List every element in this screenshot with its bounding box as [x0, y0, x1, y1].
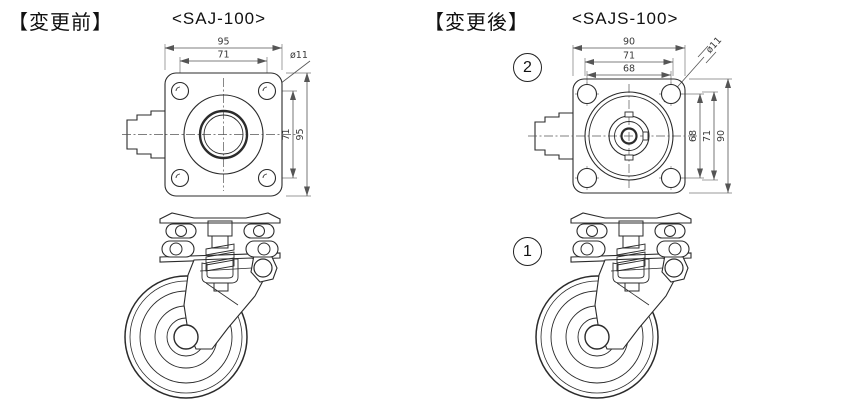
after-title: 【変更後】: [424, 12, 529, 34]
dim-before-height-outer: 95: [295, 128, 306, 140]
dim-after-width-inner: 68: [623, 64, 635, 75]
after-plate-view: 90 71 68 68 71 90 ø11: [528, 35, 732, 194]
before-plate-view: 95 71 71 95 ø11: [122, 37, 311, 197]
before-bolt-holes: [170, 81, 277, 188]
before-caster-side-view: [124, 212, 281, 399]
before-title: 【変更前】: [8, 12, 113, 34]
after-caster-side-view: [535, 212, 692, 399]
dim-before-width-inner: 71: [217, 50, 229, 61]
dim-after-width-outer: 90: [623, 37, 635, 48]
change-marker-2: 2: [513, 53, 542, 82]
dim-after-hole-dia: ø11: [704, 35, 724, 56]
dim-after-height-outer: 90: [716, 130, 727, 142]
dim-after-width-mid: 71: [623, 51, 635, 62]
after-model-label: <SAJS-100>: [572, 9, 679, 28]
dim-before-hole-dia: ø11: [290, 50, 308, 61]
before-model-label: <SAJ-100>: [172, 9, 267, 28]
after-center-bolt: [620, 127, 638, 145]
after-bolt-holes: [575, 82, 683, 190]
change-marker-1: 1: [513, 237, 542, 266]
dim-before-width-outer: 95: [217, 37, 229, 48]
before-stem-bore: [198, 109, 249, 160]
dim-after-height-mid: 71: [702, 130, 713, 142]
